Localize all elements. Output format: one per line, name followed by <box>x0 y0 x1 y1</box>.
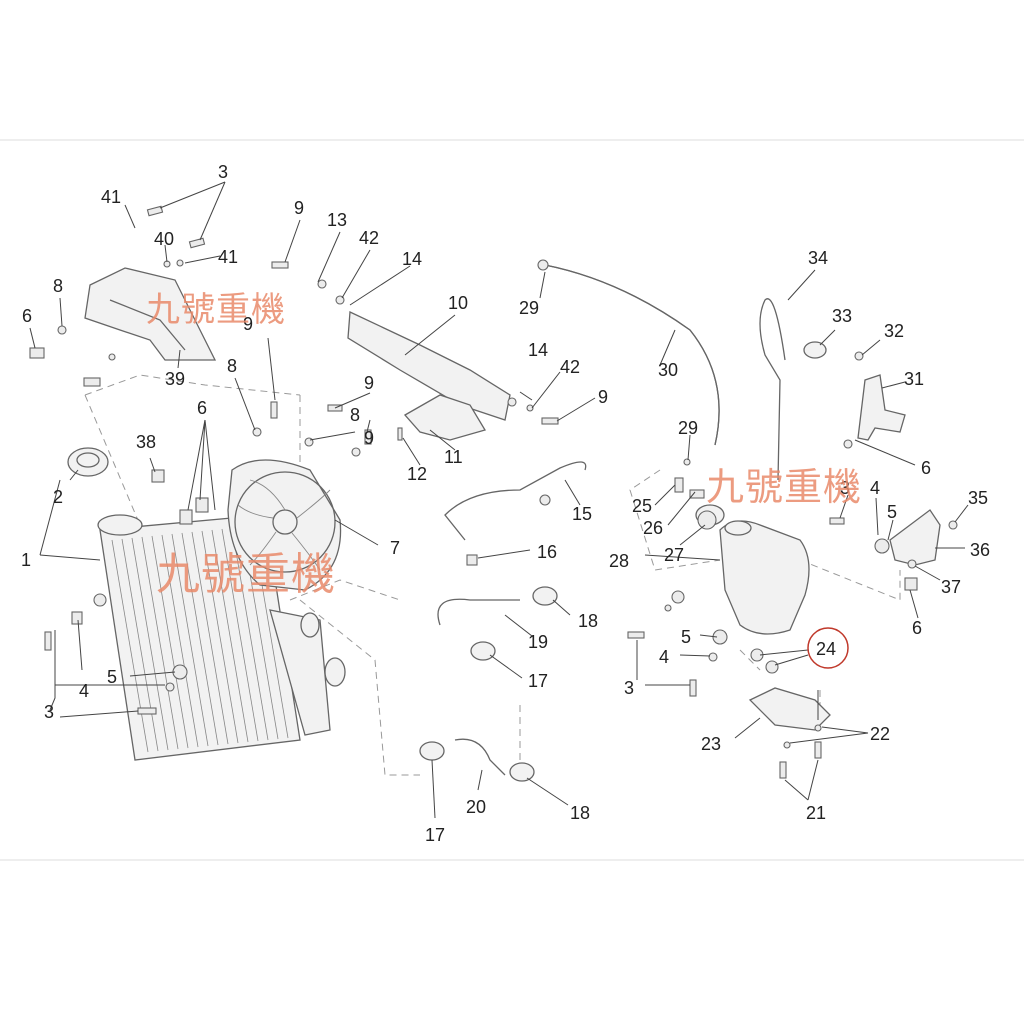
watermark-text: 九號重機 <box>706 465 863 509</box>
callout-3: 3 <box>218 162 228 182</box>
callout-22: 22 <box>870 724 890 744</box>
callout-17: 17 <box>425 825 445 845</box>
callout-42: 42 <box>560 357 580 377</box>
callout-29: 29 <box>519 298 539 318</box>
callout-14: 14 <box>402 249 422 269</box>
callout-15: 15 <box>572 504 592 524</box>
callout-3: 3 <box>624 678 634 698</box>
callout-4: 4 <box>79 681 89 701</box>
callout-21: 21 <box>806 803 826 823</box>
callout-9: 9 <box>598 387 608 407</box>
tank-brackets <box>857 374 941 566</box>
callout-40: 40 <box>154 229 174 249</box>
radiator <box>97 514 346 761</box>
fasteners <box>29 205 958 779</box>
cooling-fan <box>227 459 342 591</box>
callout-39: 39 <box>165 369 185 389</box>
hoses <box>437 264 786 776</box>
callout-36: 36 <box>970 540 990 560</box>
callout-14: 14 <box>528 340 548 360</box>
callout-9: 9 <box>364 373 374 393</box>
callout-17: 17 <box>528 671 548 691</box>
callout-30: 30 <box>658 360 678 380</box>
callout-41: 41 <box>101 187 121 207</box>
leader-lines <box>29 181 969 819</box>
callout-11: 11 <box>444 447 463 467</box>
callout-19: 19 <box>528 632 548 652</box>
mounting-bracket <box>347 311 511 441</box>
callout-41: 41 <box>218 247 238 267</box>
callout-5: 5 <box>887 502 897 522</box>
callout-31: 31 <box>904 369 924 389</box>
callout-24: 24 <box>816 639 836 659</box>
callout-20: 20 <box>466 797 486 817</box>
callout-1: 1 <box>21 550 31 570</box>
hose-clamps <box>419 341 827 782</box>
callout-5: 5 <box>107 667 117 687</box>
callout-6: 6 <box>197 398 207 418</box>
callout-28: 28 <box>609 551 629 571</box>
callout-7: 7 <box>390 538 400 558</box>
callout-4: 4 <box>870 478 880 498</box>
callout-8: 8 <box>350 405 360 425</box>
callout-12: 12 <box>407 464 427 484</box>
callout-13: 13 <box>327 210 347 230</box>
callout-18: 18 <box>570 803 590 823</box>
callout-8: 8 <box>53 276 63 296</box>
callout-9: 9 <box>243 314 253 334</box>
callout-9: 9 <box>364 428 374 448</box>
callout-27: 27 <box>664 545 684 565</box>
callout-5: 5 <box>681 627 691 647</box>
callout-3: 3 <box>840 478 850 498</box>
callout-35: 35 <box>968 488 988 508</box>
callout-26: 26 <box>643 518 663 538</box>
callout-10: 10 <box>448 293 468 313</box>
callout-32: 32 <box>884 321 904 341</box>
callout-23: 23 <box>701 734 721 754</box>
watermark-text: 九號重機 <box>146 290 286 330</box>
callout-2: 2 <box>53 487 63 507</box>
highlight-circle <box>807 627 849 669</box>
air-deflector <box>84 267 217 361</box>
callout-18: 18 <box>578 611 598 631</box>
watermark-text: 九號重機 <box>156 549 336 600</box>
callout-25: 25 <box>632 496 652 516</box>
callout-9: 9 <box>294 198 304 218</box>
callout-42: 42 <box>359 228 379 248</box>
callout-8: 8 <box>227 356 237 376</box>
callout-6: 6 <box>921 458 931 478</box>
callout-38: 38 <box>136 432 156 452</box>
lower-bracket <box>748 687 831 731</box>
callout-34: 34 <box>808 248 828 268</box>
callout-3: 3 <box>44 702 54 722</box>
callout-37: 37 <box>941 577 961 597</box>
callout-33: 33 <box>832 306 852 326</box>
assembly-dashed-lines <box>84 374 901 776</box>
callout-labels: 3 41 40 41 8 6 39 9 13 42 14 10 9 8 6 38… <box>21 162 990 845</box>
callout-6: 6 <box>912 618 922 638</box>
radiator-cap <box>67 447 109 477</box>
callout-16: 16 <box>537 542 557 562</box>
callout-29: 29 <box>678 418 698 438</box>
callout-6: 6 <box>22 306 32 326</box>
callout-4: 4 <box>659 647 669 667</box>
